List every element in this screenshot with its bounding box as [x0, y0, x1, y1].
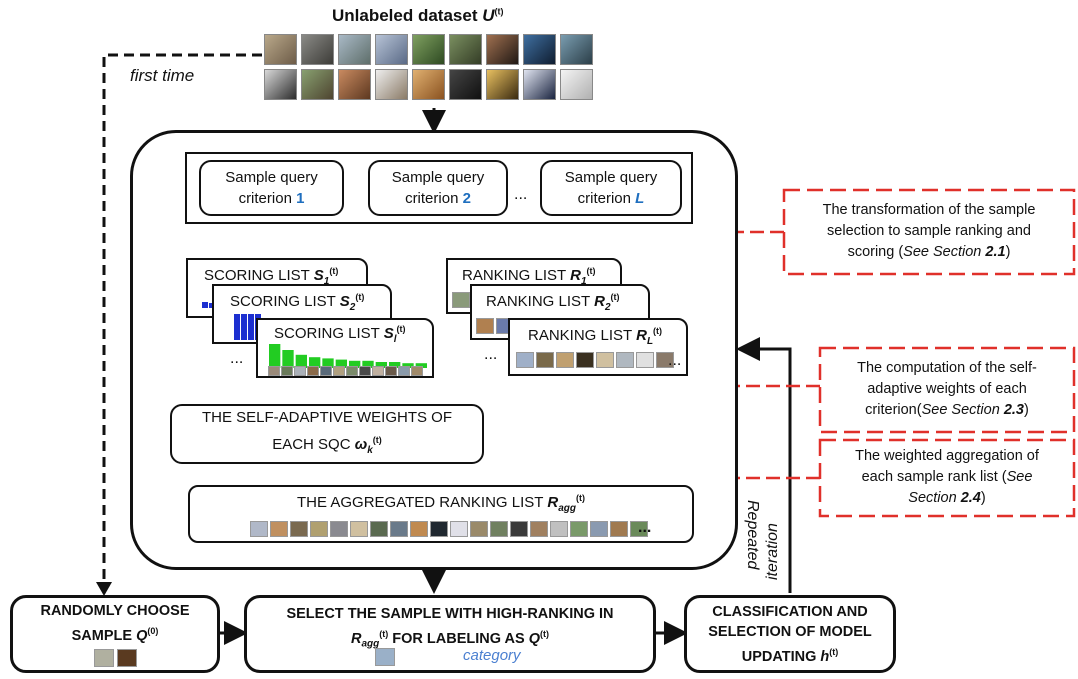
- select-sample-box: SELECT THE SAMPLE WITH HIGH-RANKING IN R…: [244, 595, 656, 673]
- scoring-ellipsis: ...: [230, 350, 244, 367]
- note-box-2: [818, 346, 1076, 434]
- dataset-image-grid: [264, 34, 593, 100]
- ranking-list-2: RANKING LIST R2(t): [470, 284, 650, 340]
- ranking-list-L: RANKING LIST RL(t) ...: [508, 318, 688, 376]
- scoring-bar-chart: [269, 344, 427, 368]
- score-bar: [389, 362, 401, 368]
- randomly-choose-box: RANDOMLY CHOOSE SAMPLE Q(0): [10, 595, 220, 673]
- score-bar: [402, 363, 414, 368]
- score-bar: [415, 363, 427, 368]
- category-label: category: [463, 647, 521, 664]
- note-self-adaptive: The computation of the self- adaptive we…: [857, 360, 1037, 418]
- aggregated-ellipsis: ...: [638, 519, 652, 536]
- first-time-label: first time: [130, 66, 195, 85]
- ranking-ellipsis-left: ...: [484, 346, 498, 363]
- score-bar: [349, 360, 361, 368]
- aggregated-ranking-list: THE AGGREGATED RANKING LIST Ragg(t) ...: [188, 485, 694, 543]
- iteration-label: iteration: [764, 523, 781, 580]
- dataset-title: Unlabeled dataset U(t): [332, 6, 504, 25]
- score-bar: [309, 357, 321, 368]
- scoring-list-l: SCORING LIST Sl(t): [256, 318, 434, 378]
- criteria-ellipsis: ...: [514, 186, 528, 203]
- first-time-dashed-path: [102, 53, 262, 588]
- score-bar: [335, 359, 347, 368]
- score-bar: [322, 358, 334, 368]
- note-transformation: The transformation of the sample selecti…: [822, 202, 1036, 260]
- score-bar: [295, 354, 307, 368]
- ranking-ellipsis-right: ...: [668, 352, 682, 369]
- score-bar: [375, 362, 387, 368]
- score-bar: [362, 360, 374, 368]
- note-box-1: [782, 188, 1076, 276]
- repeated-iteration-label: Repeated: [744, 500, 761, 570]
- repeated-iteration-path: [736, 337, 792, 593]
- score-bar: [282, 350, 294, 368]
- note-weighted-aggregation: The weighted aggregation of each sample …: [855, 448, 1039, 506]
- classification-box: CLASSIFICATION AND SELECTION OF MODEL UP…: [684, 595, 896, 673]
- score-bar: [269, 344, 281, 368]
- note-box-3: [818, 438, 1076, 518]
